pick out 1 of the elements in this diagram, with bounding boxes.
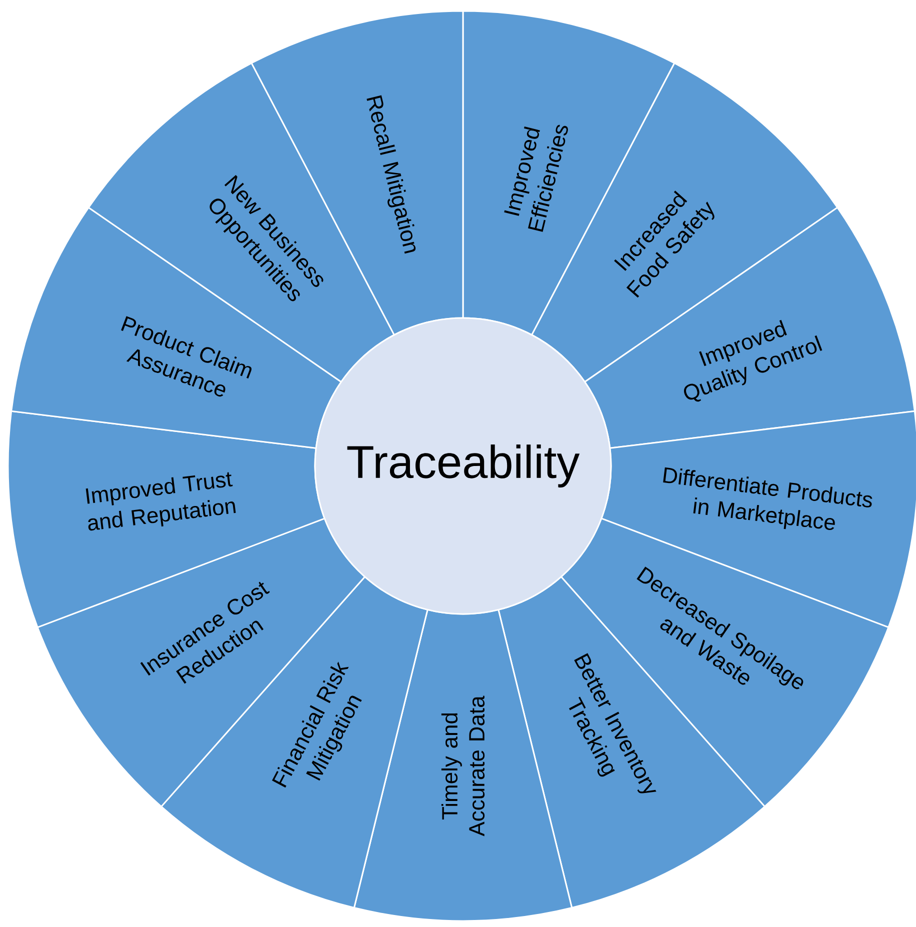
node-label: Timely and Accurate Data bbox=[441, 696, 485, 836]
